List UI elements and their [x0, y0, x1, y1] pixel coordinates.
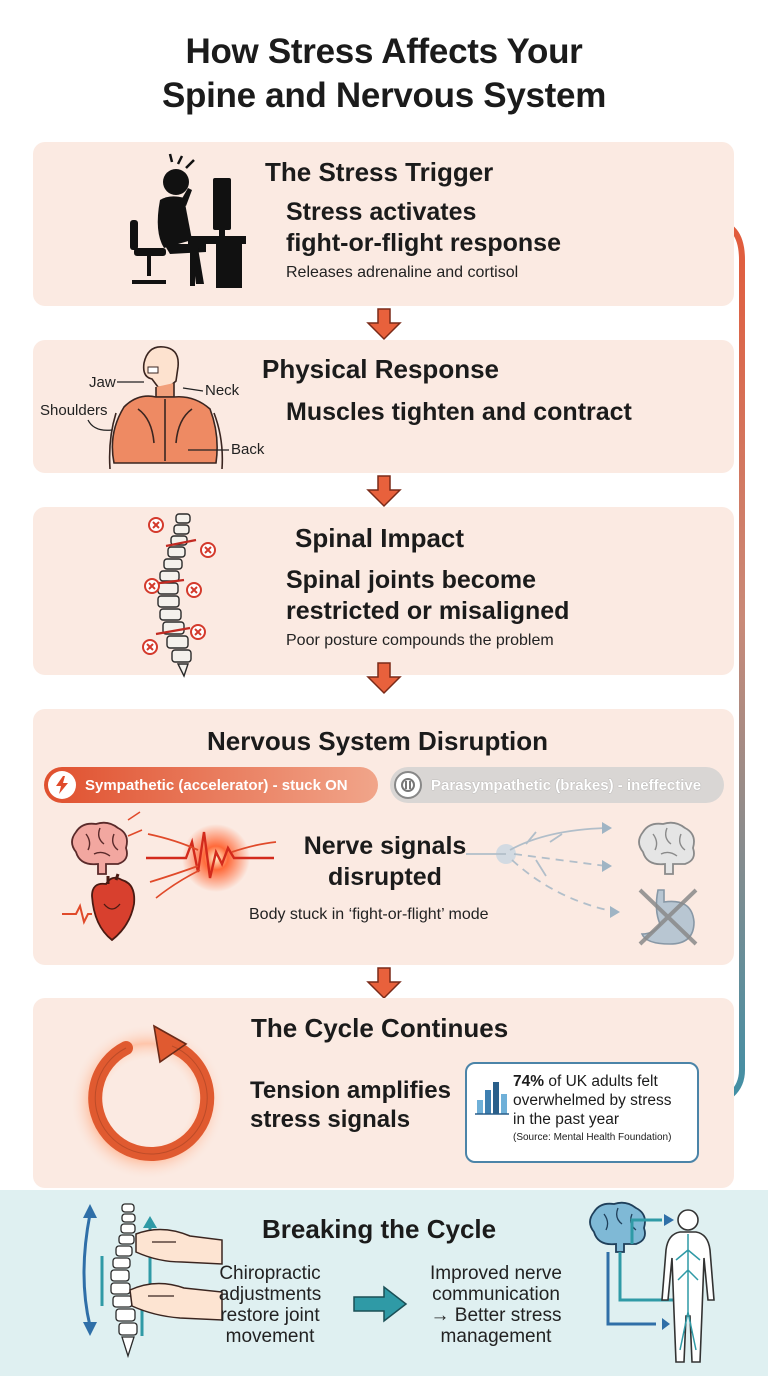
stat-source: (Source: Mental Health Foundation)	[513, 1132, 672, 1143]
stomach-icon	[638, 888, 698, 946]
breaking-right-line-2: communication	[432, 1284, 560, 1305]
cycle-heading: The Cycle Continues	[251, 1013, 509, 1043]
bar-chart-icon	[475, 1082, 509, 1115]
chiropractic-adjustment-icon	[82, 1203, 223, 1359]
parasympathetic-label: Parasympathetic (brakes) - ineffective	[431, 776, 702, 794]
stressed-person-at-desk-icon	[130, 153, 246, 288]
stress-trigger-lead-line-1: Stress activates	[286, 198, 477, 226]
breaking-left-line-3: restore joint	[220, 1305, 320, 1326]
nerve-signals-line-2: disrupted	[328, 863, 442, 891]
label-shoulders: Shoulders	[40, 402, 108, 419]
stress-trigger-sub: Releases adrenaline and cortisol	[286, 264, 519, 281]
card-stress-trigger	[33, 142, 734, 306]
arrow-right-icon	[353, 1285, 408, 1323]
arrow-down-icon	[366, 662, 402, 695]
breaking-heading: Breaking the Cycle	[262, 1214, 497, 1244]
title-line-2: Spine and Nervous System	[161, 76, 607, 115]
stat-line-1: of UK adults felt	[544, 1073, 658, 1090]
breaking-left-line-1: Chiropractic	[219, 1263, 321, 1284]
parasympathetic-pill: Parasympathetic (brakes) - ineffective	[390, 767, 724, 803]
stat-text: 74% of UK adults felt overwhelmed by str…	[513, 1072, 672, 1147]
title-line-1: How Stress Affects Your	[185, 32, 583, 71]
sympathetic-label: Sympathetic (accelerator) - stuck ON	[85, 776, 348, 794]
card-nervous-system	[33, 709, 734, 965]
brain-icon	[71, 821, 128, 875]
brake-icon	[394, 771, 422, 799]
breaking-left-line-4: movement	[225, 1326, 315, 1347]
spinal-impact-lead-line-2: restricted or misaligned	[286, 597, 570, 625]
nerve-signals-lead: Nerve signals disrupted	[270, 831, 500, 893]
sympathetic-pill: Sympathetic (accelerator) - stuck ON	[44, 767, 378, 803]
cycle-lead-line-2: stress signals	[250, 1106, 411, 1133]
label-jaw: Jaw	[89, 374, 116, 391]
brain-icon	[638, 821, 695, 875]
page-title: How Stress Affects Your Spine and Nervou…	[0, 30, 768, 118]
brain-body-nerves-icon	[589, 1201, 715, 1363]
arrow-down-icon	[366, 967, 402, 1000]
physical-response-heading: Physical Response	[262, 354, 499, 384]
stress-trigger-lead: Stress activates fight-or-flight respons…	[286, 197, 561, 259]
label-neck: Neck	[205, 382, 240, 399]
physical-response-lead: Muscles tighten and contract	[286, 398, 632, 426]
heart-icon	[62, 873, 136, 942]
stat-box: 74% of UK adults felt overwhelmed by str…	[465, 1062, 699, 1163]
breaking-right-text: Improved nerve communication → Better st…	[418, 1263, 574, 1347]
cycle-lead-line-1: Tension amplifies	[250, 1077, 451, 1104]
faded-nerve-branches	[466, 822, 620, 918]
stat-line-3: in the past year	[513, 1111, 619, 1128]
spinal-impact-lead: Spinal joints become restricted or misal…	[286, 565, 569, 627]
breaking-right-line-4: management	[440, 1326, 552, 1347]
arrow-down-icon	[366, 308, 402, 341]
nervous-system-heading: Nervous System Disruption	[207, 726, 548, 756]
nerve-signals-line-1: Nerve signals	[303, 832, 467, 860]
stress-trigger-heading: The Stress Trigger	[265, 157, 494, 187]
spine-with-restrictions-icon	[142, 513, 216, 678]
nerve-burst-icon	[127, 811, 277, 899]
cycle-arrow-icon	[70, 1024, 226, 1180]
stat-value: 74%	[513, 1073, 545, 1090]
breaking-right-line-3: → Better stress	[430, 1305, 562, 1326]
spinal-impact-heading: Spinal Impact	[295, 523, 465, 553]
cycle-lead: Tension amplifies stress signals	[250, 1076, 451, 1134]
spinal-impact-lead-line-1: Spinal joints become	[286, 566, 537, 594]
stat-line-2: overwhelmed by stress	[513, 1092, 672, 1109]
upper-body-muscles-icon	[108, 346, 224, 470]
label-back: Back	[231, 441, 265, 458]
breaking-left-line-2: adjustments	[218, 1284, 322, 1305]
lightning-icon	[48, 771, 76, 799]
breaking-left-text: Chiropractic adjustments restore joint m…	[212, 1263, 328, 1347]
breaking-right-line-1: Improved nerve	[429, 1263, 562, 1284]
spinal-impact-sub: Poor posture compounds the problem	[286, 632, 554, 649]
arrow-down-icon	[366, 475, 402, 508]
nervous-system-sub: Body stuck in ‘fight-or-flight’ mode	[249, 906, 489, 923]
stress-trigger-lead-line-2: fight-or-flight response	[286, 229, 561, 257]
